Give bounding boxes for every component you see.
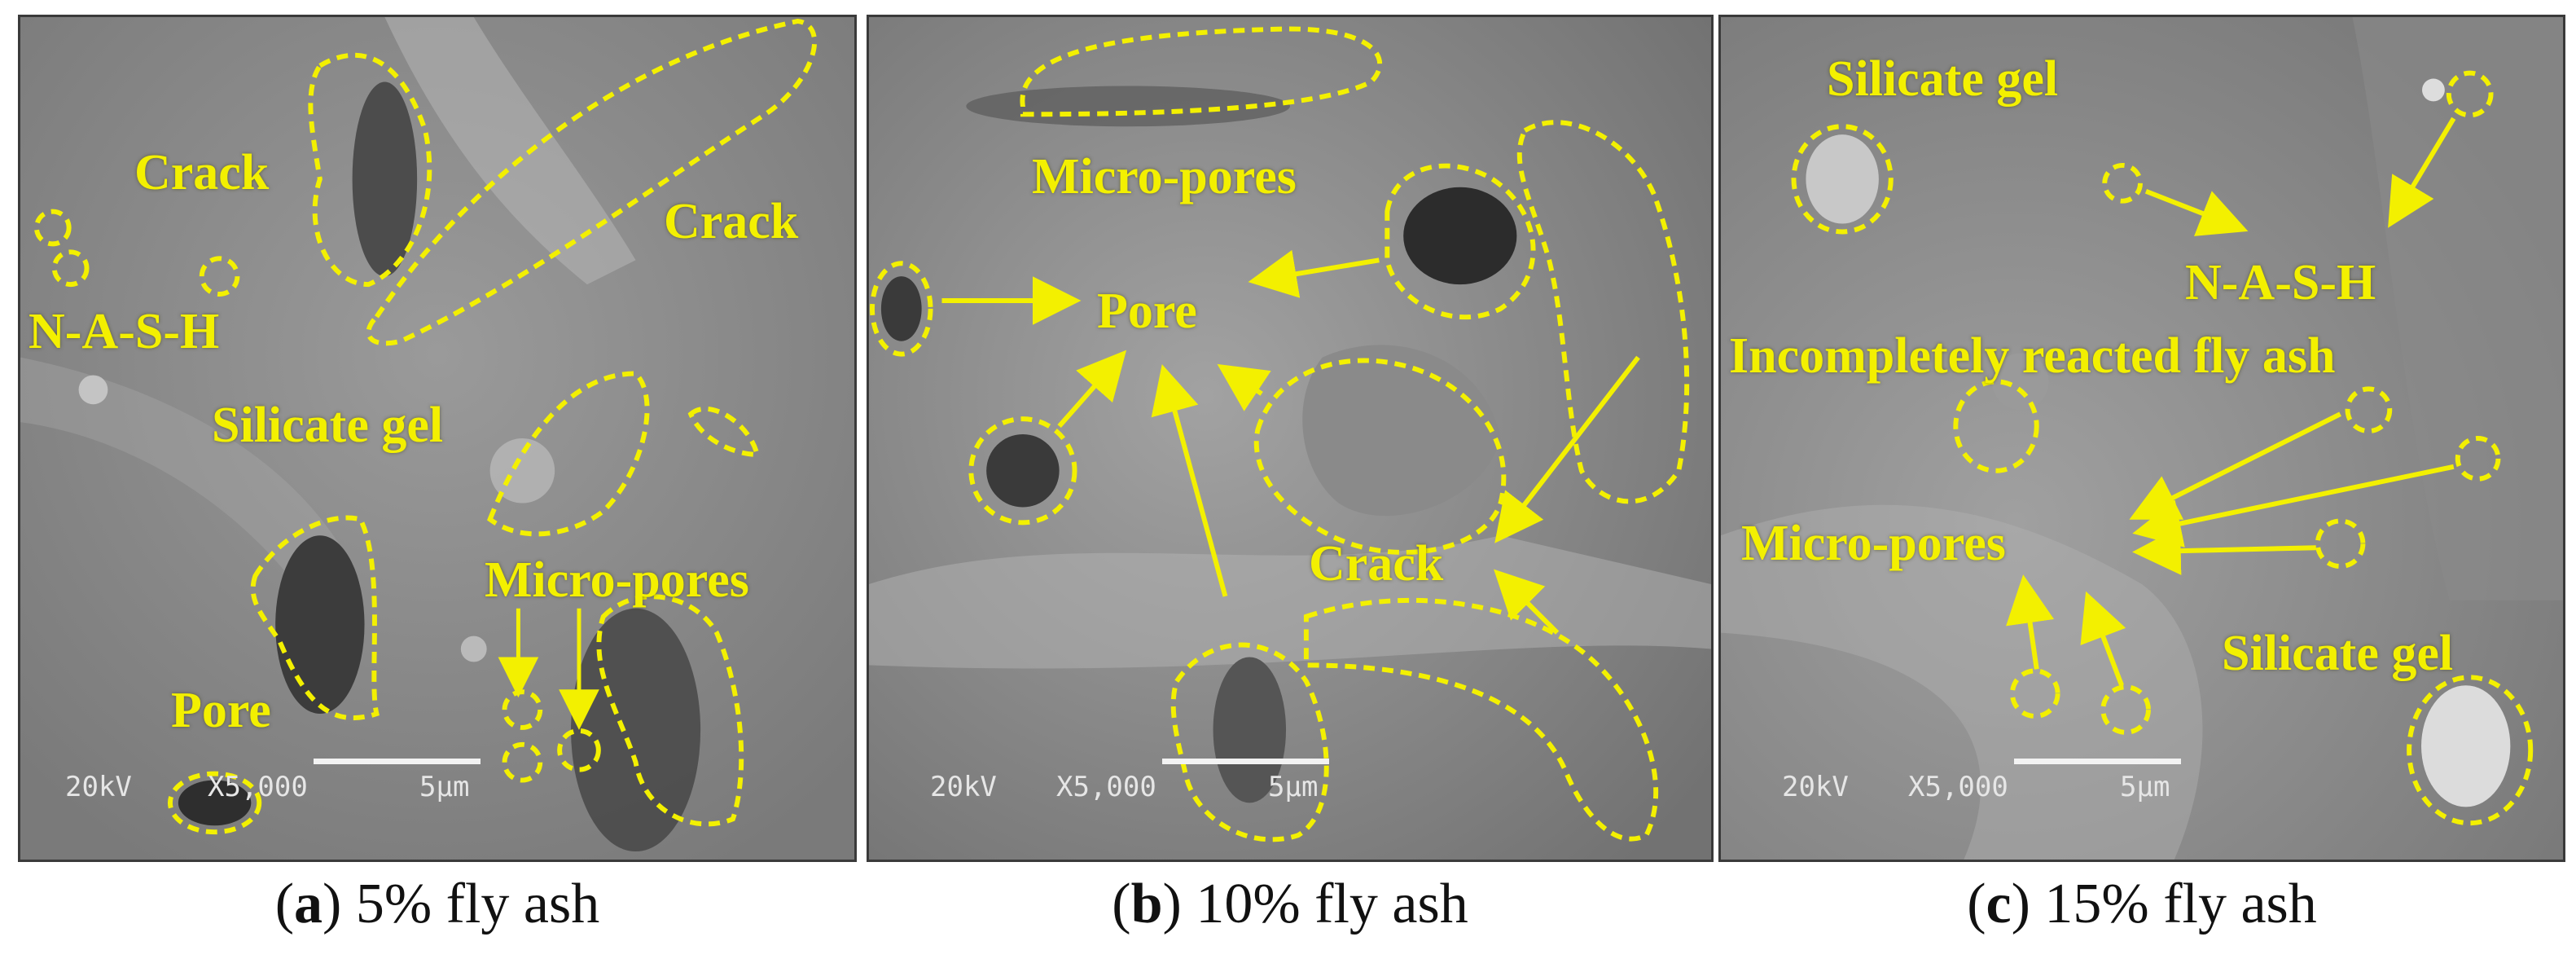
label-pore: Pore	[1097, 284, 1197, 339]
label-micro-pores: Micro-pores	[1741, 516, 2006, 571]
sem-voltage: 20kV	[930, 771, 997, 803]
caption-letter: b	[1130, 873, 1163, 935]
sem-image-15-percent: Silicate gel N-A-S-H Incompletely reacte…	[1718, 15, 2565, 862]
label-micro-pores: Micro-pores	[485, 552, 749, 608]
caption-text: 5% fly ash	[341, 873, 600, 935]
sem-scale-label: 5μm	[2120, 771, 2170, 803]
caption-a: (a) 5% fly ash	[274, 873, 600, 935]
label-crack: Crack	[134, 145, 270, 200]
sem-micrograph-a	[20, 17, 854, 860]
scale-bar	[314, 759, 481, 764]
sem-micrograph-b	[869, 17, 1711, 860]
sem-voltage: 20kV	[1782, 771, 1849, 803]
caption-letter: a	[294, 873, 323, 935]
caption-text: 10% fly ash	[1181, 873, 1468, 935]
scale-bar	[1162, 759, 1329, 764]
sem-magnification: X5,000	[1908, 771, 2008, 803]
caption-c: (c) 15% fly ash	[1967, 873, 2317, 935]
sem-magnification: X5,000	[1056, 771, 1156, 803]
label-pore: Pore	[171, 683, 271, 738]
sem-voltage: 20kV	[65, 771, 132, 803]
label-silicate-gel: Silicate gel	[212, 398, 444, 453]
label-micro-pores: Micro-pores	[1032, 149, 1297, 205]
caption-text: 15% fly ash	[2030, 873, 2317, 935]
label-crack: Crack	[1309, 536, 1444, 592]
label-nash: N-A-S-H	[2185, 255, 2376, 310]
scale-bar	[2014, 759, 2181, 764]
label-nash: N-A-S-H	[29, 304, 220, 359]
sem-image-5-percent: Crack Crack N-A-S-H Silicate gel Micro-p…	[18, 15, 857, 862]
label-silicate-gel: Silicate gel	[1827, 51, 2059, 107]
sem-magnification: X5,000	[208, 771, 308, 803]
label-crack: Crack	[664, 194, 799, 249]
sem-scale-label: 5μm	[1268, 771, 1319, 803]
sem-image-10-percent: Micro-pores Pore Crack 20kV X5,000 5μm	[867, 15, 1714, 862]
label-silicate-gel: Silicate gel	[2222, 626, 2454, 681]
sem-scale-label: 5μm	[419, 771, 470, 803]
sem-micrograph-c	[1721, 17, 2563, 860]
caption-b: (b) 10% fly ash	[1112, 873, 1468, 935]
caption-letter: c	[1986, 873, 2012, 935]
label-incompletely-reacted-fly-ash: Incompletely reacted fly ash	[1729, 328, 2336, 384]
